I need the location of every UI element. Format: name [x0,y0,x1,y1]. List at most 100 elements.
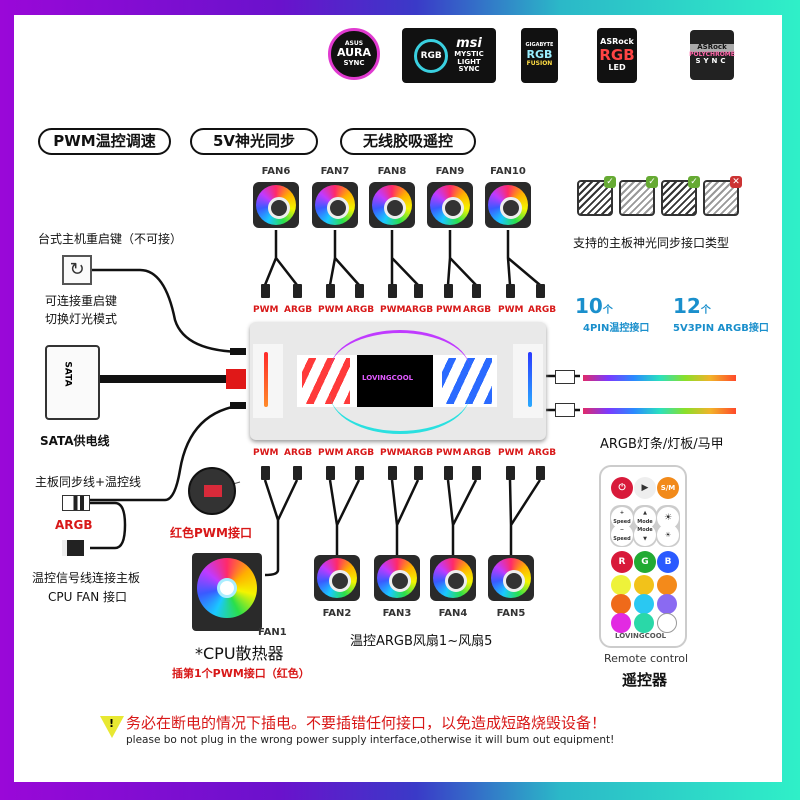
argb-connector [536,466,545,480]
argb-connector [355,284,364,298]
remote-control: ⏻ ▶ S/M +Speed −Speed ▲Mode Mode▼ ☀ ☀ R … [599,465,687,648]
play-button[interactable]: ▶ [634,477,656,499]
cross-icon: ✕ [730,176,742,188]
argb-label: ARGB [405,448,434,458]
argb-label: ARGB [463,305,492,315]
color-button[interactable] [611,575,631,595]
fan4 [430,555,476,601]
fan6 [253,182,299,228]
fan10-label: FAN10 [490,166,526,177]
pwm-connector [506,284,515,298]
speed-mode-button[interactable]: S/M [657,477,679,499]
color-button[interactable] [611,613,631,633]
red-button[interactable]: R [611,551,633,573]
argb-label: ARGB [346,305,375,315]
brightness-up-button[interactable]: ☀ [657,507,679,529]
color-button[interactable] [634,594,654,614]
fan2 [314,555,360,601]
pwm-label: PWM [498,305,524,315]
remote-brand: LOVINGCOOL [615,632,667,640]
pwm-connector [444,284,453,298]
reset-title: 台式主机重启键（不可接） [38,232,183,246]
argb-connector [414,284,423,298]
fan9-label: FAN9 [435,166,465,177]
mode-up-button[interactable]: ▲Mode [634,507,656,529]
color-button[interactable] [634,575,654,595]
red-pwm-port-label: 红色PWM接口 [170,526,252,540]
header-type-icon: ✓ [577,176,616,216]
argb-strip-1 [555,370,575,384]
argb-port-label: 5V3PIN ARGB接口 [673,323,769,334]
brightness-down-button[interactable]: ☀ [657,524,679,546]
header-type-icon: ✓ [661,176,700,216]
pwm-connector [326,284,335,298]
pwm-connector [444,466,453,480]
argb-label: ARGB [284,305,313,315]
pwm-label: PWM [498,448,524,458]
speed-up-button[interactable]: +Speed [611,507,633,529]
color-button[interactable] [657,613,677,633]
power-button[interactable]: ⏻ [611,477,633,499]
pwm-port-count: 10个 [575,294,613,318]
argb-plug-label: ARGB [55,518,93,532]
mode-down-button[interactable]: Mode▼ [634,524,656,546]
argb-label: ARGB [528,448,557,458]
color-button[interactable] [657,594,677,614]
fan7 [312,182,358,228]
pwm-label: PWM [436,448,462,458]
signal-label-1: 温控信号线连接主板 [32,571,141,585]
argb-label: ARGB [463,448,492,458]
cpu-fan-plug [62,540,84,556]
fan7-label: FAN7 [320,166,350,177]
fan6-label: FAN6 [261,166,291,177]
color-button[interactable] [657,575,677,595]
argb-label: ARGB [528,305,557,315]
pwm-port-label: 4PIN温控接口 [583,323,650,334]
color-button[interactable] [611,594,631,614]
red-power-plug [226,369,246,389]
reset-desc-1: 可连接重启键 [45,294,118,308]
fan-group-label: 温控ARGB风扇1~风扇5 [350,634,493,649]
argb-label: ARGB [284,448,313,458]
fan5 [488,555,534,601]
fan1-label: FAN1 [258,627,287,638]
sata-connector: SATA [45,345,100,420]
argb-connector [293,466,302,480]
fan4-label: FAN4 [438,608,468,619]
check-icon: ✓ [604,176,616,188]
pwm-label: PWM [253,448,279,458]
check-icon: ✓ [688,176,700,188]
red-pwm-port-closeup [188,467,236,515]
pwm-connector [388,466,397,480]
supported-headers-label: 支持的主板神光同步接口类型 [573,236,730,250]
led-strip-1 [583,375,736,381]
reset-desc-2: 切换灯光模式 [45,312,118,326]
blue-button[interactable]: B [657,551,679,573]
fan8 [369,182,415,228]
fan5-label: FAN5 [496,608,526,619]
fan3-label: FAN3 [382,608,412,619]
warning-cn: 务必在断电的情况下插电。不要插错任何接口，以免造成短路烧毁设备！ [126,714,607,732]
color-button[interactable] [634,613,654,633]
feature-5v-sync: 5V神光同步 [190,128,318,155]
argb-connector [472,466,481,480]
green-button[interactable]: G [634,551,656,573]
argb-connector [472,284,481,298]
argb-label: ARGB [405,305,434,315]
fan9 [427,182,473,228]
argb-strip-2 [555,403,575,417]
fan3 [374,555,420,601]
warning-en: please bo not plug in the wrong power su… [126,734,615,746]
check-icon: ✓ [646,176,658,188]
pwm-label: PWM [318,448,344,458]
argb-port-count: 12个 [673,294,711,318]
warning-icon: ! [100,716,124,738]
cpu-cooler-title: *CPU散热器 [195,644,284,663]
speed-down-button[interactable]: −Speed [611,524,633,546]
argb-connector [355,466,364,480]
red-power-wire [100,372,245,386]
feature-remote: 无线胶吸遥控 [340,128,476,155]
